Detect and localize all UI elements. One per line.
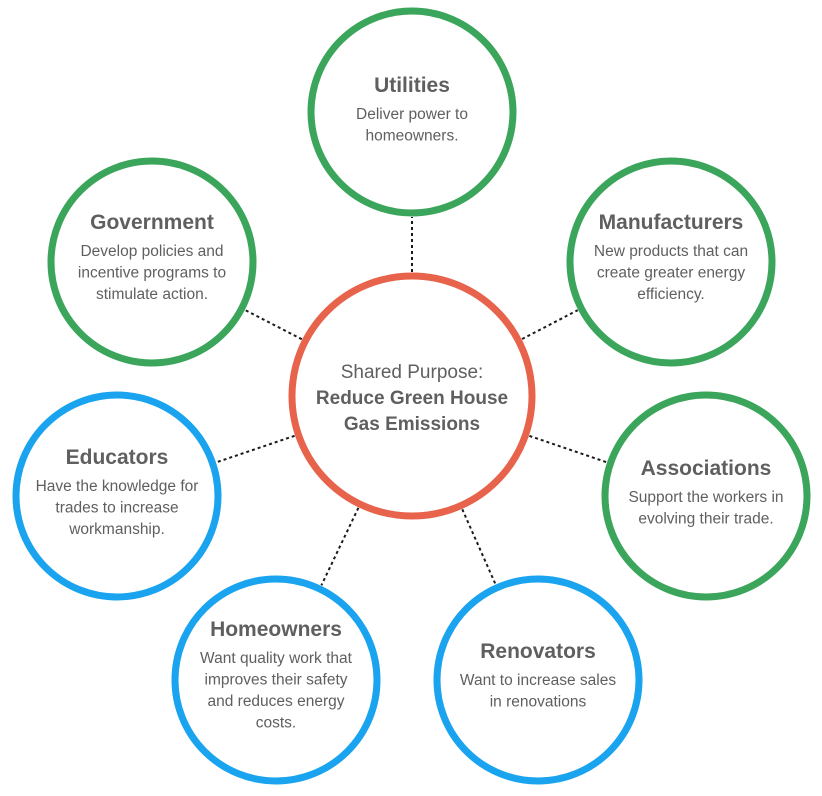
- center-label-line2: Reduce Green House: [316, 388, 508, 409]
- node-title-educators: Educators: [66, 446, 169, 469]
- node-desc-educators-line-1: Have the knowledge for: [36, 478, 199, 495]
- node-title-homeowners: Homeowners: [210, 618, 342, 641]
- node-title-renovators: Renovators: [480, 640, 596, 663]
- node-desc-manufacturers-line-2: create greater energy: [597, 265, 745, 282]
- node-desc-homeowners-line-1: Want quality work that: [200, 650, 353, 667]
- node-circle-government: [47, 157, 257, 367]
- node-circle-homeowners: [171, 575, 381, 785]
- node-desc-homeowners-line-3: and reduces energy: [207, 693, 344, 710]
- node-desc-associations-line-2: evolving their trade.: [638, 511, 773, 528]
- connector-manufacturers: [521, 309, 579, 340]
- connector-educators: [216, 434, 295, 464]
- node-desc-utilities-line-2: homeowners.: [365, 128, 458, 145]
- node-desc-government-line-2: incentive programs to: [78, 265, 226, 282]
- node-desc-renovators-line-2: in renovations: [490, 694, 587, 711]
- node-desc-manufacturers-line-1: New products that can: [594, 243, 748, 260]
- node-title-manufacturers: Manufacturers: [599, 211, 744, 234]
- connector-lines: [216, 217, 607, 586]
- center-label-line3: Gas Emissions: [344, 414, 480, 435]
- node-circle-utilities: [307, 7, 517, 217]
- node-desc-government-line-1: Develop policies and: [80, 243, 223, 260]
- connector-renovators: [461, 508, 497, 585]
- connector-homeowners: [320, 507, 360, 586]
- node-desc-utilities-line-1: Deliver power to: [356, 106, 468, 123]
- node-circle-manufacturers: [566, 157, 776, 367]
- connector-associations: [529, 434, 607, 464]
- node-desc-manufacturers-line-3: efficiency.: [637, 286, 705, 303]
- node-circle-associations: [601, 391, 811, 601]
- node-desc-government-line-3: stimulate action.: [96, 286, 208, 303]
- node-title-utilities: Utilities: [374, 74, 450, 97]
- node-circle-educators: [12, 391, 222, 601]
- node-desc-renovators-line-1: Want to increase sales: [460, 672, 616, 689]
- node-title-government: Government: [90, 211, 214, 234]
- center-label-line1: Shared Purpose:: [341, 362, 484, 383]
- node-desc-associations-line-1: Support the workers in: [628, 489, 783, 506]
- node-title-associations: Associations: [641, 457, 772, 480]
- node-circle-renovators: [433, 575, 643, 785]
- node-desc-educators-line-3: workmanship.: [68, 521, 165, 538]
- center-circle: [288, 272, 536, 520]
- node-desc-homeowners-line-2: improves their safety: [205, 672, 348, 689]
- node-desc-homeowners-line-4: costs.: [256, 715, 296, 732]
- node-desc-educators-line-2: trades to increase: [55, 500, 178, 517]
- center-node: Shared Purpose: Reduce Green House Gas E…: [288, 272, 536, 520]
- connector-government: [244, 309, 303, 341]
